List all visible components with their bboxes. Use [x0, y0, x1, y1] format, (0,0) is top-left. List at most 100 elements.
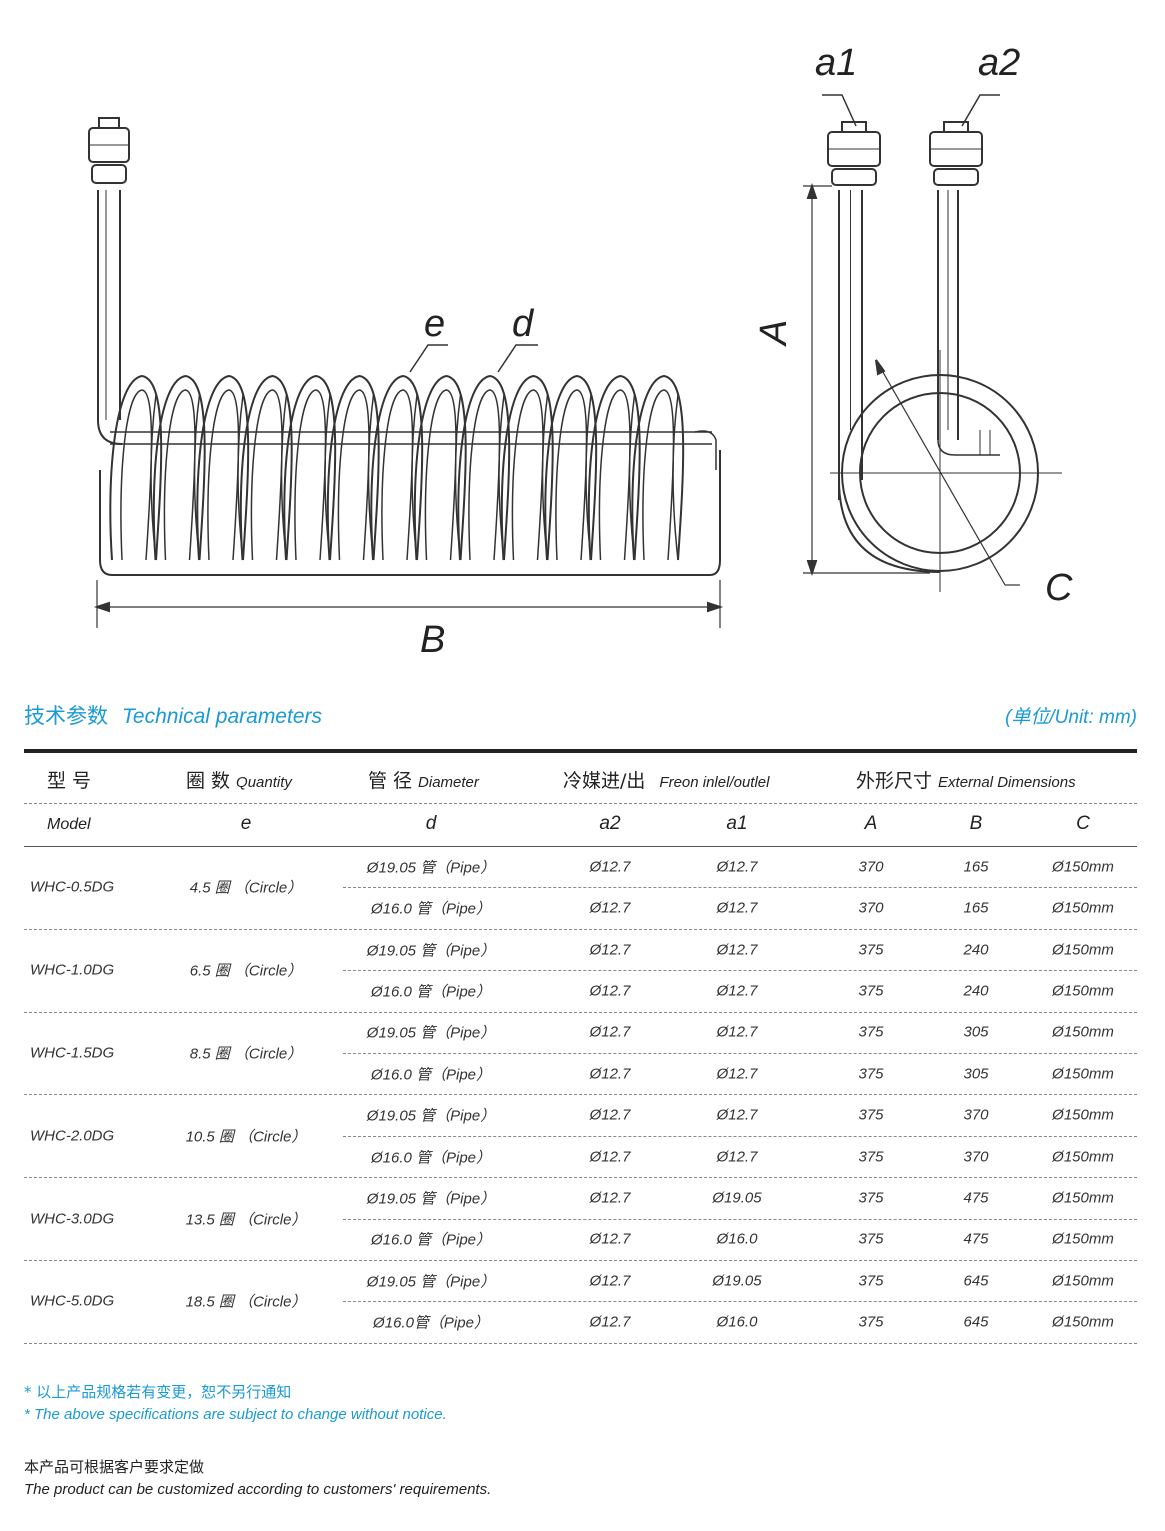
cell-c: Ø150mm — [1052, 1313, 1114, 1331]
cell-c: Ø150mm — [1052, 1065, 1114, 1083]
cell-b: 305 — [963, 1065, 989, 1083]
subheader-a2: a2 — [599, 813, 621, 834]
cell-a: 370 — [858, 858, 884, 876]
cell-a2: Ø12.7 — [589, 1023, 631, 1041]
cell-a2: Ø12.7 — [589, 941, 631, 958]
cell-a2: Ø12.7 — [589, 1065, 631, 1083]
coil-loop-inner — [163, 389, 196, 561]
coil-loop — [587, 374, 641, 561]
coil-front-view — [803, 94, 1062, 592]
cell-a1: Ø16.0 — [716, 1230, 758, 1248]
cell-c: Ø150mm — [1052, 1023, 1114, 1041]
cell-b: 370 — [963, 1148, 989, 1165]
leader-a1 — [822, 94, 857, 127]
coil-back-strand — [672, 394, 679, 561]
model-cell: WHC-0.5DG — [30, 878, 115, 896]
row-divider — [343, 1135, 1137, 1137]
inlet-bend — [937, 439, 1000, 456]
cell-d: Ø19.05 管（Pipe） — [366, 1024, 496, 1042]
nut-front-cap — [841, 121, 867, 133]
row-divider — [343, 1301, 1137, 1303]
quantity-cell: 18.5 圈 （Circle） — [185, 1293, 307, 1311]
riser-bend — [97, 419, 123, 445]
cell-a1: Ø12.7 — [716, 899, 758, 917]
coil-loop-inner — [381, 389, 414, 561]
coil-loop — [544, 374, 598, 561]
coil-loop — [326, 374, 380, 561]
cell-a: 375 — [858, 1023, 884, 1041]
cell-a2: Ø12.7 — [589, 1313, 631, 1331]
subheader-e: e — [240, 813, 252, 834]
cell-d: Ø16.0 管（Pipe） — [370, 983, 492, 1001]
cell-b: 370 — [963, 1106, 989, 1124]
group-divider — [24, 1094, 1137, 1096]
coil-loop — [152, 374, 206, 561]
coil-loop — [500, 374, 554, 561]
coil-loop-inner — [424, 389, 457, 561]
cell-d: Ø16.0 管（Pipe） — [370, 1231, 492, 1249]
dim-C-line — [875, 359, 1006, 586]
section-title-cn: 技术参数 — [24, 704, 108, 728]
coil-loop — [457, 374, 511, 561]
cell-a: 375 — [858, 982, 884, 1000]
label-a1: a1 — [815, 42, 857, 84]
subheader-model: Model — [47, 816, 91, 833]
cell-a2: Ø12.7 — [589, 982, 631, 1000]
coil-loop-inner — [207, 389, 240, 561]
nut-bottom — [91, 164, 127, 184]
coil-loop-inner — [642, 389, 675, 561]
quantity-cell: 10.5 圈 （Circle） — [185, 1128, 307, 1146]
cell-a: 375 — [858, 1189, 884, 1207]
header-model: 型 号 — [47, 770, 92, 792]
cell-b: 645 — [963, 1313, 989, 1331]
cell-c: Ø150mm — [1052, 858, 1114, 876]
row-divider — [343, 887, 1137, 889]
section-title-en: Technical parameters — [122, 705, 322, 728]
cell-c: Ø150mm — [1052, 1272, 1114, 1290]
row-divider — [343, 1218, 1137, 1220]
cell-c: Ø150mm — [1052, 982, 1114, 1000]
header-divider — [24, 803, 1137, 804]
label-e: e — [424, 303, 445, 345]
cell-c: Ø150mm — [1052, 941, 1114, 958]
row-divider — [343, 970, 1137, 972]
coil-loop-inner — [598, 389, 631, 561]
cell-a1: Ø19.05 — [712, 1272, 762, 1290]
cell-a1: Ø19.05 — [712, 1189, 762, 1207]
group-divider — [24, 1177, 1137, 1179]
coil-loop-inner — [294, 389, 327, 561]
coil-loop-inner — [120, 389, 153, 561]
group-divider — [24, 1011, 1137, 1013]
row-divider — [343, 1053, 1137, 1054]
cell-b: 475 — [963, 1230, 989, 1248]
loop-join — [838, 479, 941, 573]
cell-a1: Ø12.7 — [716, 941, 758, 958]
cell-a1: Ø12.7 — [716, 1065, 758, 1083]
cell-d: Ø19.05 管（Pipe） — [366, 859, 496, 877]
cell-b: 645 — [963, 1272, 989, 1290]
cell-b: 240 — [963, 941, 989, 958]
coil-loop — [109, 374, 163, 561]
cell-a1: Ø12.7 — [716, 1023, 758, 1041]
cell-c: Ø150mm — [1052, 1189, 1114, 1207]
quantity-cell: 6.5 圈 （Circle） — [189, 962, 303, 980]
coil-loop-inner — [511, 389, 544, 561]
cell-a2: Ø12.7 — [589, 1148, 631, 1165]
coil-loop — [239, 374, 293, 561]
cell-d: Ø16.0 管（Pipe） — [370, 1149, 492, 1166]
cell-a2: Ø12.7 — [589, 1230, 631, 1248]
leader-a2 — [961, 94, 1000, 127]
group-divider — [24, 1260, 1137, 1261]
cell-b: 165 — [963, 858, 989, 876]
cell-b: 305 — [963, 1023, 989, 1041]
header-bottom-rule — [24, 846, 1137, 847]
cell-d: Ø16.0管（Pipe） — [373, 1314, 489, 1332]
cell-a1: Ø12.7 — [716, 858, 758, 876]
label-a2: a2 — [978, 42, 1020, 84]
cell-d: Ø19.05 管（Pipe） — [366, 1107, 496, 1125]
dim-C-arrow-top — [875, 359, 886, 376]
